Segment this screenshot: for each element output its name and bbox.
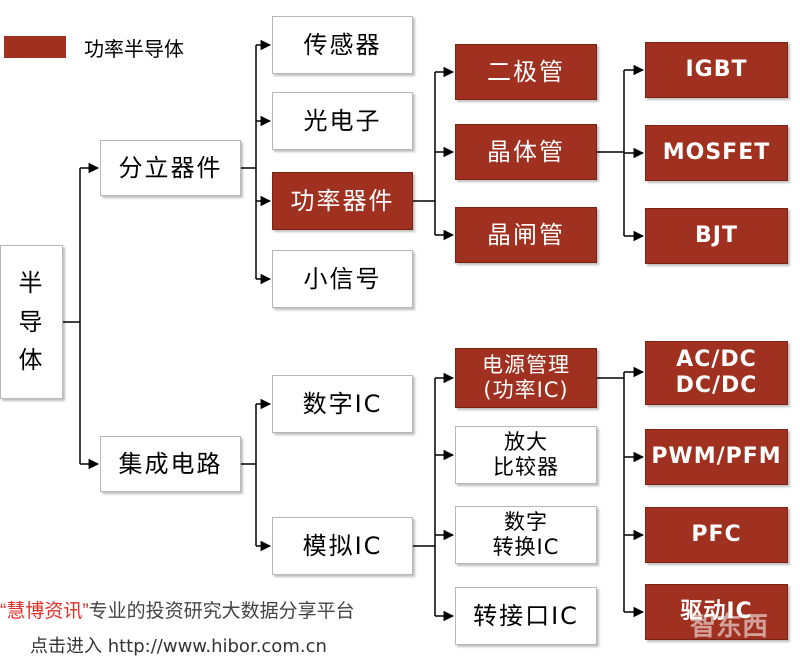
node-mosfet: MOSFET	[645, 125, 788, 181]
legend-label: 功率半导体	[84, 37, 184, 61]
node-igbt: IGBT	[645, 42, 788, 98]
node-discrete-devices: 分立器件	[100, 140, 241, 196]
footer-slogan: “慧博资讯”专业的投资研究大数据分享平台	[0, 596, 355, 623]
node-bjt: BJT	[645, 208, 788, 264]
node-interface-ic: 转接口IC	[455, 587, 597, 645]
node-data-converter: 数字 转换IC	[455, 506, 597, 564]
footer-brand: “慧博资讯”	[0, 601, 89, 622]
node-power-management: 电源管理 (功率IC)	[455, 348, 597, 408]
node-diode: 二极管	[455, 44, 597, 100]
node-integrated-circuit: 集成电路	[100, 436, 241, 492]
node-pwm-pfm: PWM/PFM	[645, 429, 788, 485]
node-sensor: 传感器	[272, 16, 413, 74]
footer-url[interactable]: 点击进入 http://www.hibor.com.cn	[30, 636, 327, 657]
footer-slogan-text: 专业的投资研究大数据分享平台	[88, 601, 355, 622]
node-semiconductor: 半 导 体	[0, 245, 63, 399]
node-analog-ic: 模拟IC	[272, 517, 413, 575]
node-digital-ic: 数字IC	[272, 375, 413, 433]
node-thyristor: 晶闸管	[455, 207, 597, 263]
legend-swatch	[4, 36, 66, 58]
node-acdc-dcdc: AC/DC DC/DC	[645, 341, 788, 405]
node-power-device: 功率器件	[272, 172, 413, 230]
watermark: 智东西	[690, 612, 769, 642]
node-optoelectronics: 光电子	[272, 92, 413, 150]
node-transistor: 晶体管	[455, 124, 597, 180]
node-pfc: PFC	[645, 507, 788, 563]
node-small-signal: 小信号	[272, 250, 413, 308]
node-amplifier-comparator: 放大 比较器	[455, 426, 597, 484]
node-driver-ic: 驱动IC	[645, 584, 788, 640]
